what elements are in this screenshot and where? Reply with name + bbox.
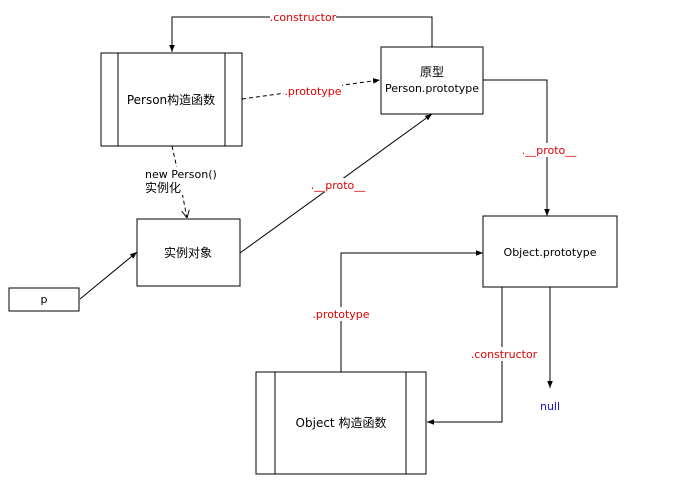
person-constructor-node: Person构造函数 <box>100 52 243 147</box>
instance-label: 实例对象 <box>164 245 212 260</box>
p-node: p <box>8 287 80 312</box>
p-label: p <box>41 293 48 306</box>
prototype-object-label: .prototype <box>312 308 369 321</box>
constructor-top-label: .constructor <box>270 11 337 24</box>
proto-right-label: .__proto__ <box>522 144 577 157</box>
instance-node: 实例对象 <box>136 218 241 287</box>
null-label: null <box>540 400 560 413</box>
edge-prototype-top <box>241 78 381 100</box>
new-person-label: new Person() <box>145 168 217 181</box>
edge-constructor-object <box>427 287 503 425</box>
edge-prototype-object <box>340 250 483 372</box>
prototype-top-label: .prototype <box>284 85 341 98</box>
edge-p-instance <box>79 251 138 300</box>
edge-proto-right <box>483 79 550 216</box>
object-constructor-label: Object 构造函数 <box>296 415 387 430</box>
constructor-object-label: .constructor <box>471 348 538 361</box>
proto-instance-label: .__proto__ <box>311 179 366 192</box>
object-constructor-node: Object 构造函数 <box>255 371 427 475</box>
person-constructor-label: Person构造函数 <box>127 92 215 107</box>
person-prototype-node: 原型 Person.prototype <box>380 46 484 115</box>
instantiate-label: 实例化 <box>145 180 181 195</box>
prototype-title: 原型 <box>420 65 444 79</box>
prototype-subtitle: Person.prototype <box>385 82 479 95</box>
object-prototype-node: Object.prototype <box>482 215 618 288</box>
object-prototype-label: Object.prototype <box>504 246 597 259</box>
